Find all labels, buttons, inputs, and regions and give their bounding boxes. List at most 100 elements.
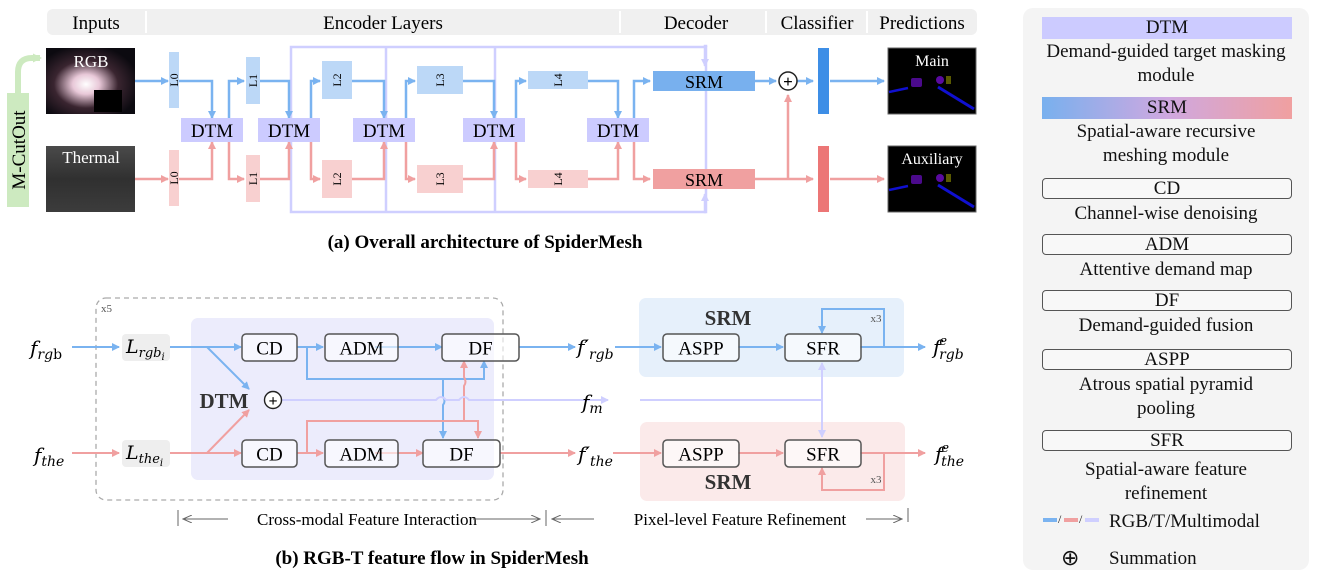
aspp-rgb-label: ASPP [678, 339, 723, 360]
architecture-flows [135, 44, 885, 214]
multimodal-flow [274, 396, 609, 404]
flow-line [179, 141, 216, 181]
rgb-flow [306, 347, 488, 380]
adm-rgb-label: ADM [339, 339, 383, 360]
segment-person [936, 76, 944, 84]
sum-icon [263, 390, 283, 410]
adm-rgb [324, 333, 399, 362]
flow-line [309, 77, 321, 118]
segment-curb [888, 86, 909, 94]
modality-line-swatch: / / [1043, 512, 1099, 526]
dtm-block [181, 118, 243, 142]
multimodal-flow [701, 44, 709, 67]
sfr-rgb [784, 333, 862, 362]
segment-curb [888, 184, 909, 192]
cd-the [241, 439, 298, 468]
legend-cd-desc: Channel-wise denoising [1074, 203, 1258, 224]
segment-bike [946, 174, 951, 182]
adm-the-label: ADM [339, 445, 383, 466]
rgb-encoder-layer [169, 52, 179, 108]
flow-line [632, 142, 651, 183]
thermal-layer-label: L4 [551, 172, 565, 185]
cutout-mask [94, 90, 122, 112]
dtm-block [353, 118, 415, 142]
legend-sfr-desc: Spatial-aware feature refinement [1085, 459, 1247, 504]
f-prime-rgb: f′rgb [575, 335, 614, 363]
srm-rgb-title: SRM [705, 306, 752, 330]
rgb-layer-label: L2 [330, 73, 344, 86]
thermal-layer-label: L0 [167, 171, 181, 184]
rgb-encoder-layer [246, 57, 260, 104]
legend-line-label: RGB/T/Multimodal [1109, 511, 1260, 532]
loop-count: x3 [871, 313, 883, 325]
multimodal-flow [701, 193, 709, 214]
thermal-layer-label: L1 [246, 172, 260, 185]
df-the [422, 439, 501, 468]
thermal-loop [818, 453, 885, 491]
flow-line [352, 141, 388, 181]
caption-b: (b) RGB-T feature flow in SpiderMesh [275, 548, 589, 569]
sfr-the [784, 439, 862, 468]
layer-the-block [122, 440, 170, 467]
f-prime-the: f′the [576, 442, 613, 470]
srm-rgb-label: SRM [685, 72, 723, 92]
f-m: fm [580, 390, 603, 417]
legend-dtm-swatch: DTM [1042, 17, 1292, 39]
header-bar: Inputs Encoder Layers Decoder Classifier… [47, 9, 977, 35]
flow-line [179, 79, 216, 119]
dtm-label: DTM [363, 121, 405, 142]
legend-df-box: DF [1042, 290, 1292, 311]
legend-df-desc: Demand-guided fusion [1078, 315, 1254, 336]
classifier-thermal [818, 146, 829, 212]
sum-icon: ⊕ [1061, 545, 1080, 570]
thermal-layer-label: L3 [433, 172, 447, 185]
thermal-encoder-layer [322, 160, 352, 198]
legend-panel: DTM Demand-guided target masking module … [1023, 8, 1309, 570]
cd-the-label: CD [256, 445, 282, 466]
aspp-rgb [662, 333, 740, 362]
dtm-block [258, 118, 320, 142]
rgb-layer-label: L4 [551, 73, 565, 86]
srm-rgb-block [653, 71, 755, 91]
flow-line [309, 142, 321, 183]
dtm-label: DTM [597, 121, 639, 142]
span-cross-modal: Cross-modal Feature Interaction [257, 510, 477, 529]
loop-count: x3 [871, 474, 883, 486]
dtm-block [463, 118, 525, 142]
legend-sum-label: Summation [1109, 548, 1197, 569]
flow-line [404, 142, 416, 183]
rgb-layer-label: L1 [246, 74, 260, 87]
rgb-input-image: RGB [46, 48, 135, 114]
segment-bike [946, 76, 951, 84]
classifier-rgb [818, 48, 829, 114]
rgb-loop [818, 308, 885, 347]
flow-line [632, 77, 651, 118]
rgb-layer-label: L3 [433, 73, 447, 86]
legend-sfr-box: SFR [1042, 430, 1292, 451]
thermal-input-image: Thermal [46, 146, 135, 212]
prediction-main-label: Main [915, 53, 949, 70]
legend-dtm-desc: Demand-guided target masking module [1046, 41, 1286, 86]
cd-rgb [241, 333, 298, 362]
legend-adm-desc: Attentive demand map [1079, 259, 1253, 280]
repeat-dashed-box [95, 297, 504, 501]
slash: / [1079, 512, 1083, 526]
thermal-encoder-layer [417, 165, 463, 193]
flow-line [463, 79, 498, 119]
sfr-rgb-label: SFR [806, 339, 840, 360]
rgb-encoder-layer [417, 66, 463, 94]
rgb-line-icon [1043, 518, 1057, 522]
segment-curb [937, 85, 975, 111]
srm-the-title: SRM [705, 470, 752, 494]
dtm-block [587, 118, 649, 142]
thermal-image-label: Thermal [62, 148, 120, 167]
repeat-label: x5 [101, 303, 113, 315]
sfr-the-label: SFR [806, 445, 840, 466]
legend-aspp-box: ASPP [1042, 349, 1292, 370]
df-the-label: DF [449, 445, 473, 466]
legend-srm-desc: Spatial-aware recursive meshing module [1076, 121, 1256, 166]
sum-symbol: + [268, 393, 277, 410]
aspp-the-label: ASPP [678, 445, 723, 466]
